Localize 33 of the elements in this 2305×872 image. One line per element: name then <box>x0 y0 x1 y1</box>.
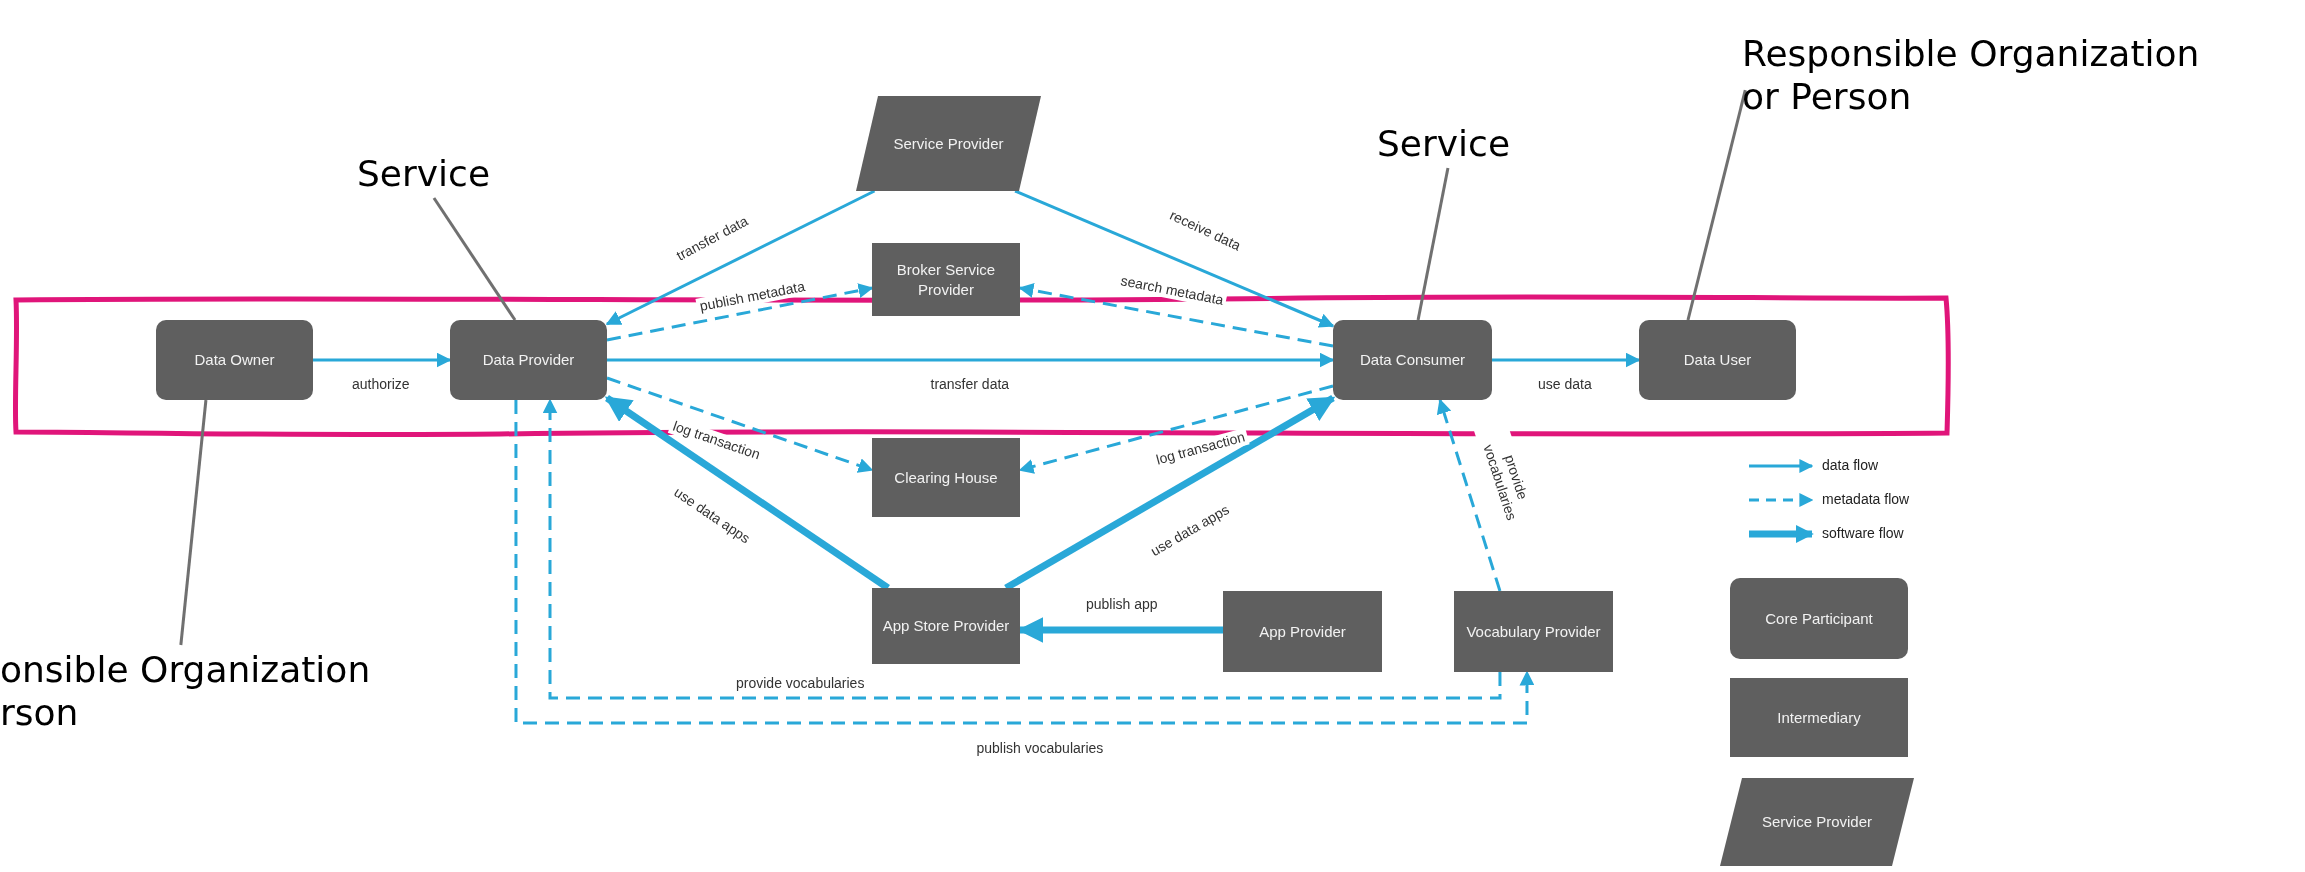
leader-line <box>432 197 517 321</box>
intermediary-box: App Provider <box>1223 591 1382 672</box>
annotation-text: Service <box>357 150 507 198</box>
legend-text: data flow <box>1822 457 1879 473</box>
participant-box: Data Owner <box>156 320 313 400</box>
leader-line <box>1416 167 1450 321</box>
legend-text: metadata flow <box>1822 491 1910 507</box>
arrow <box>1436 398 1502 592</box>
arrow <box>606 283 874 342</box>
intermediary-box: Broker Service Provider <box>872 243 1020 316</box>
arrow <box>1014 189 1335 328</box>
participant-box: Data Provider <box>450 320 607 400</box>
intermediary-box: Intermediary <box>1730 678 1908 757</box>
intermediary-box: App Store Provider <box>872 588 1020 664</box>
leader-line <box>179 399 208 646</box>
annotation-text: Service <box>1377 120 1527 168</box>
intermediary-box: Clearing House <box>872 438 1020 517</box>
leader-line <box>1686 89 1747 321</box>
arrow <box>607 352 1335 368</box>
annotation-text: onsible Organization rson <box>0 645 440 737</box>
participant-box: Data User <box>1639 320 1796 400</box>
annotation-text: Responsible Organization or Person <box>1742 30 2212 120</box>
arrow <box>606 376 874 473</box>
service-provider-shape: Service Provider <box>856 96 1041 191</box>
participant-box: Core Participant <box>1730 578 1908 659</box>
service-provider-shape: Service Provider <box>1720 778 1914 866</box>
legend-text: software flow <box>1822 525 1904 541</box>
arrow <box>313 352 452 368</box>
intermediary-box: Vocabulary Provider <box>1454 591 1613 672</box>
participant-box: Data Consumer <box>1333 320 1492 400</box>
arrow <box>605 189 876 326</box>
arrow <box>604 395 890 591</box>
arrow <box>1492 352 1641 368</box>
